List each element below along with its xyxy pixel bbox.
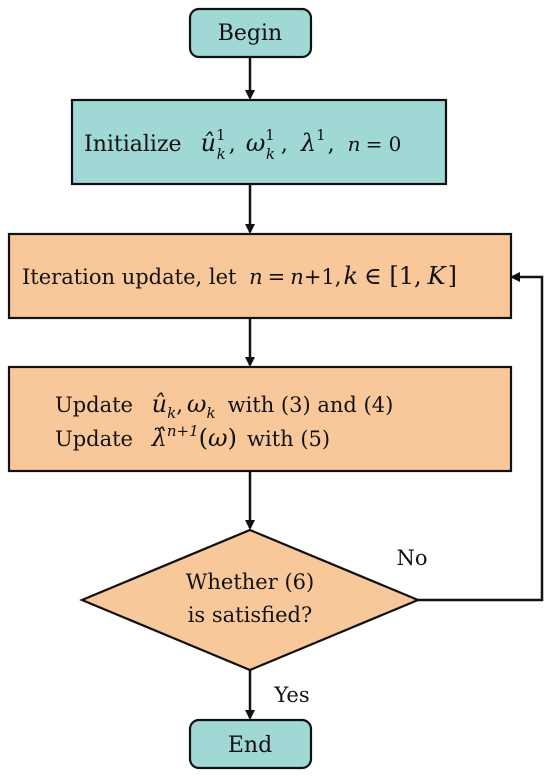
update-line2-prefix: Update bbox=[55, 427, 133, 451]
update-line-2: Update λ̂n+1(ω) with (5) bbox=[55, 422, 330, 452]
iteration-k: k bbox=[343, 262, 358, 290]
iteration-n1: n bbox=[249, 265, 263, 289]
init-sep-3: , bbox=[328, 132, 335, 157]
init-u-sub: k bbox=[217, 145, 226, 163]
init-node bbox=[70, 98, 448, 186]
update-line1-prefix: Update bbox=[55, 393, 133, 417]
init-n: n bbox=[348, 132, 361, 156]
edge-decision-no-loop bbox=[418, 272, 544, 602]
init-eq: = 0 bbox=[366, 132, 402, 156]
init-u-hat: û bbox=[201, 129, 216, 157]
iteration-close: ] bbox=[448, 262, 457, 290]
init-lambda: λ bbox=[300, 129, 316, 157]
iteration-text: Iteration update, let n=n+1,k∈ [1,K] bbox=[22, 262, 457, 290]
decision-line-2: is satisfied? bbox=[188, 603, 313, 627]
no-label: No bbox=[396, 546, 427, 570]
decision-line-1: Whether (6) bbox=[186, 570, 314, 594]
init-omega: ω bbox=[246, 129, 266, 157]
begin-node bbox=[188, 7, 313, 59]
update-line2-omega: ω bbox=[208, 424, 228, 452]
update-line1-omega-sub: k bbox=[207, 404, 216, 422]
decision-node bbox=[79, 528, 421, 672]
begin-label: Begin bbox=[218, 21, 282, 46]
update-line2-paren-open: ( bbox=[199, 424, 208, 452]
iteration-node bbox=[7, 232, 513, 320]
update-line1-omega: ω bbox=[187, 390, 207, 418]
update-line2-lambda-hat: λ̂ bbox=[151, 424, 167, 452]
update-line1-suffix: with (3) and (4) bbox=[228, 393, 394, 417]
update-line2-paren-close: ) bbox=[228, 424, 237, 452]
update-line1-comma: , bbox=[176, 393, 183, 417]
init-u-sup: 1 bbox=[216, 126, 226, 144]
iteration-plus1: +1, bbox=[304, 265, 342, 289]
init-lambda-sup: 1 bbox=[316, 126, 326, 144]
init-prefix: Initialize bbox=[84, 132, 182, 157]
update-line1-u-hat: û bbox=[152, 390, 167, 418]
yes-label: Yes bbox=[273, 683, 309, 707]
init-sep-1: , bbox=[229, 132, 236, 157]
iteration-n2: n bbox=[290, 265, 304, 289]
iteration-range: ∈ [1, bbox=[364, 262, 422, 290]
iteration-prefix: Iteration update, let bbox=[22, 265, 237, 289]
end-node bbox=[188, 718, 313, 770]
init-omega-sup: 1 bbox=[265, 126, 275, 144]
update-line2-suffix: with (5) bbox=[247, 427, 330, 451]
update-line2-sup: n+1 bbox=[167, 422, 199, 440]
update-node bbox=[7, 365, 513, 473]
end-label: End bbox=[228, 733, 272, 758]
update-line1-u-sub: k bbox=[167, 404, 176, 422]
iteration-eq: = bbox=[268, 265, 286, 289]
init-omega-sub: k bbox=[266, 145, 275, 163]
iteration-K: K bbox=[427, 262, 448, 290]
init-sep-2: , bbox=[281, 132, 288, 157]
